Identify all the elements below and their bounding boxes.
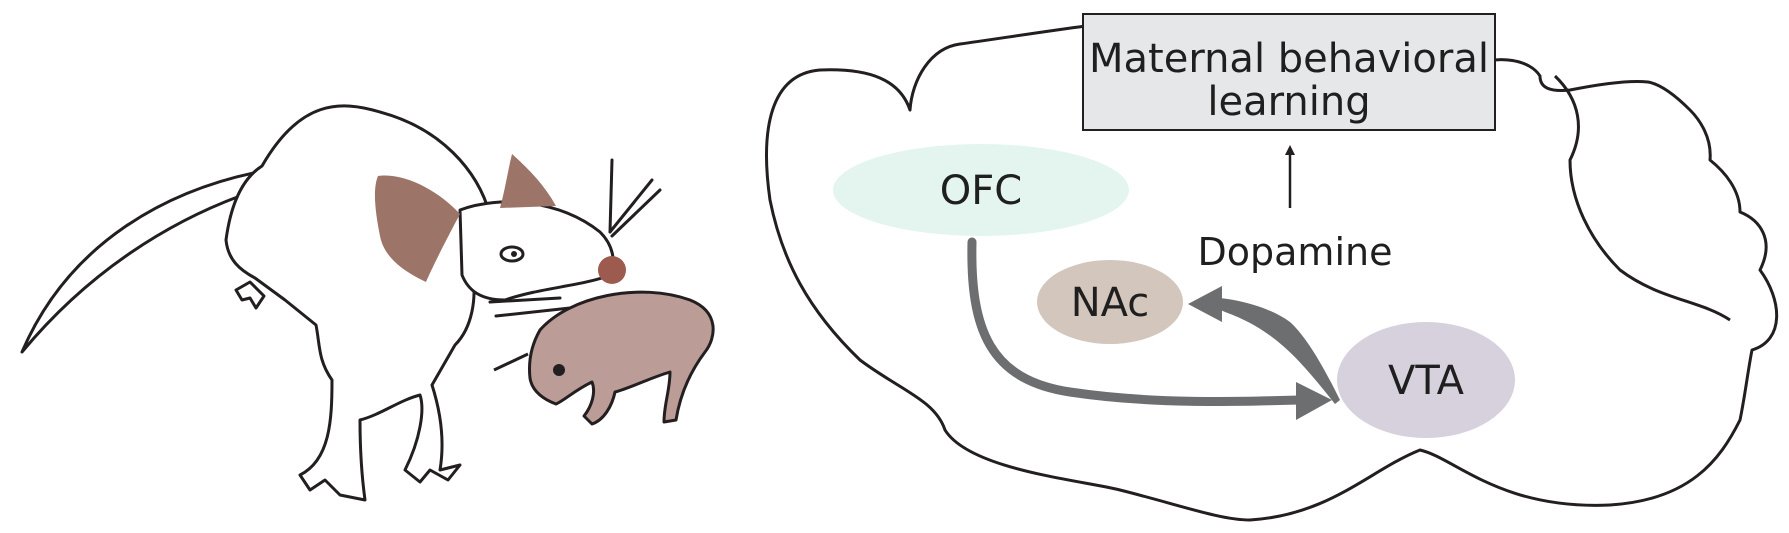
- cerebellum-folds: [1553, 74, 1731, 322]
- region-vta: VTA: [1337, 322, 1515, 438]
- region-nac: NAc: [1037, 260, 1183, 344]
- region-nac-label: NAc: [1071, 280, 1150, 326]
- region-ofc-label: OFC: [940, 168, 1022, 214]
- outcome-box: Maternal behavioral learning: [1082, 13, 1496, 131]
- dopamine-label: Dopamine: [1198, 230, 1393, 274]
- mouse-tail: [20, 170, 260, 354]
- mouse-whiskers: [488, 158, 662, 318]
- vta-to-nac-arrow: [1205, 297, 1340, 404]
- outcome-box-line2: learning: [1207, 79, 1370, 125]
- region-nac-shape: [1037, 260, 1183, 344]
- ofc-to-vta-arrowhead: [1296, 382, 1332, 420]
- pup-leg: [493, 352, 529, 372]
- outcome-box-line1: Maternal behavioral: [1089, 36, 1489, 82]
- mouse-ear-front: [500, 154, 556, 208]
- pup: [528, 290, 715, 426]
- region-vta-label: VTA: [1388, 358, 1465, 404]
- region-vta-shape: [1337, 322, 1515, 438]
- mouse-nose: [598, 256, 626, 284]
- ofc-to-vta-arrow: [967, 237, 1305, 407]
- vta-to-nac-arrowhead: [1188, 286, 1222, 322]
- pup-eye: [553, 364, 565, 376]
- mouse-ear-back: [374, 175, 460, 282]
- region-ofc: OFC: [833, 144, 1129, 236]
- outcome-box-frame: [1082, 13, 1496, 131]
- mouse-body: [224, 104, 492, 502]
- mouse-paw-left: [234, 280, 266, 310]
- mother-mouse-illustration: [20, 104, 662, 502]
- mouse-head: [458, 200, 615, 302]
- region-ofc-shape: [833, 144, 1129, 236]
